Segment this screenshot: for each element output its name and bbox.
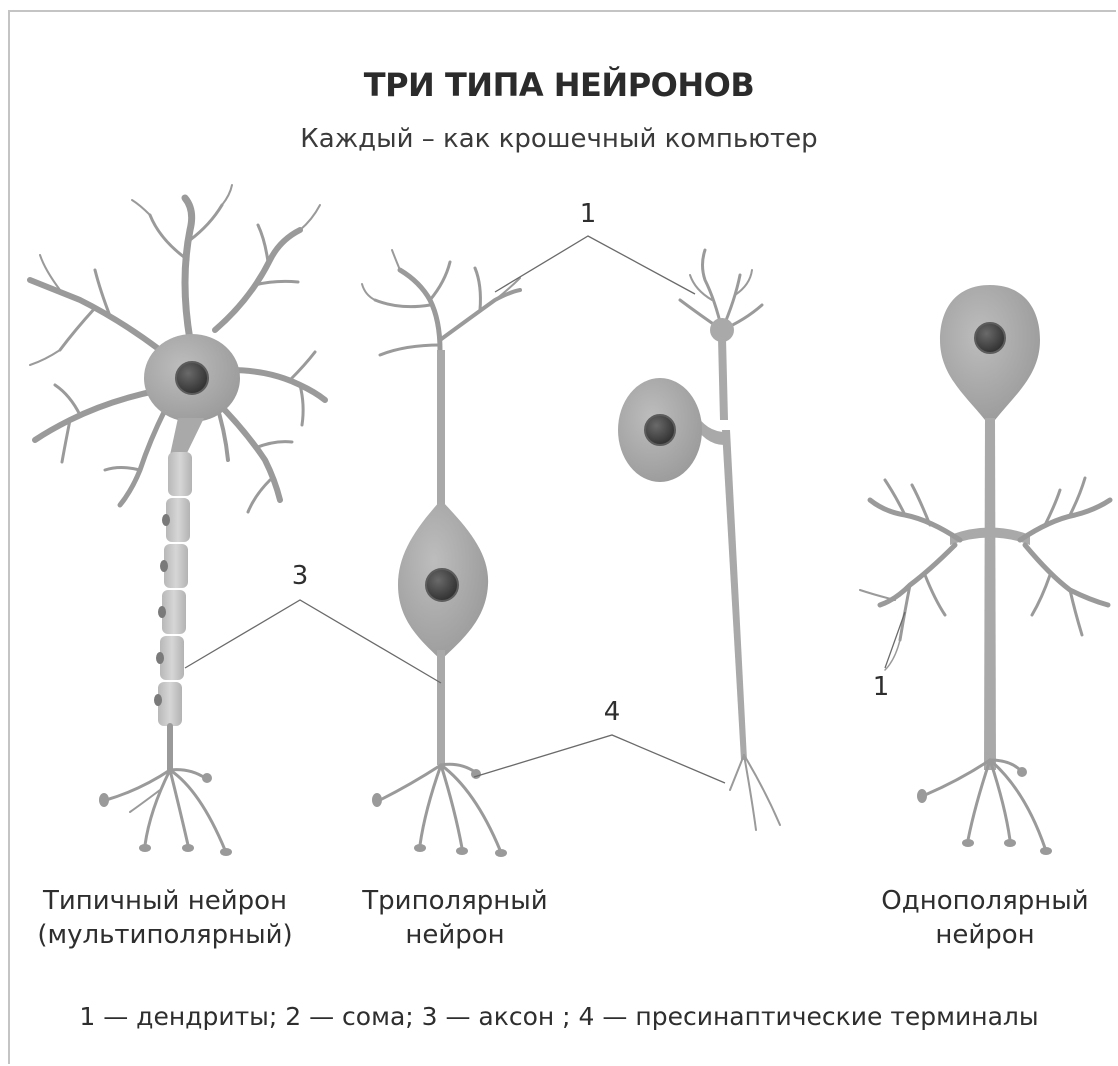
- callout-dendrites-right: 1: [873, 612, 905, 702]
- tripolar-terminal-knobs: [372, 769, 507, 857]
- caption-unipolar-neuron: Однополярный нейрон: [850, 884, 1118, 952]
- tripolar-neuron: [362, 250, 520, 857]
- caption-typical-neuron: Типичный нейрон (мультиполярный): [15, 884, 315, 952]
- pseudounipolar-nucleus: [645, 415, 675, 445]
- callout-number-3: 3: [292, 561, 309, 591]
- pseudounipolar-process: [718, 338, 728, 420]
- multipolar-nucleus: [176, 362, 208, 394]
- caption-typical-line1: Типичный нейрон: [15, 884, 315, 918]
- caption-unipolar-line1: Однополярный: [850, 884, 1118, 918]
- legend: 1 — дендриты; 2 — сома; 3 — аксон ; 4 — …: [0, 1002, 1118, 1031]
- myelin-sheath: [154, 452, 192, 726]
- callout-number-1-top: 1: [580, 199, 597, 229]
- multipolar-axon-hillock: [170, 418, 204, 455]
- tripolar-nucleus: [426, 569, 458, 601]
- caption-tripolar-line2: нейрон: [330, 918, 580, 952]
- unipolar-stem: [984, 418, 996, 770]
- caption-typical-line2: (мультиполярный): [15, 918, 315, 952]
- pseudounipolar-axon: [722, 430, 747, 760]
- tripolar-dendrites: [362, 250, 520, 355]
- caption-unipolar-line2: нейрон: [850, 918, 1118, 952]
- multipolar-axon-terminals: [106, 726, 225, 850]
- tripolar-axon-terminals: [380, 764, 500, 850]
- pseudounipolar-dendrites: [680, 250, 762, 330]
- pseudounipolar-neuron: [618, 250, 780, 830]
- caption-tripolar-neuron: Триполярный нейрон: [330, 884, 580, 952]
- multipolar-neuron: [30, 185, 325, 856]
- unipolar-axon-terminals: [925, 760, 1045, 848]
- pseudounipolar-axon-terminals: [730, 755, 780, 830]
- callout-dendrites-top: 1: [495, 199, 695, 294]
- unipolar-neuron: [860, 285, 1110, 855]
- caption-tripolar-line1: Триполярный: [330, 884, 580, 918]
- multipolar-terminal-knobs: [99, 773, 232, 856]
- tripolar-axon: [437, 650, 445, 765]
- callout-number-4: 4: [604, 697, 621, 727]
- unipolar-nucleus: [975, 323, 1005, 353]
- callout-terminals: 4: [474, 697, 725, 783]
- callout-number-1-right: 1: [873, 672, 890, 702]
